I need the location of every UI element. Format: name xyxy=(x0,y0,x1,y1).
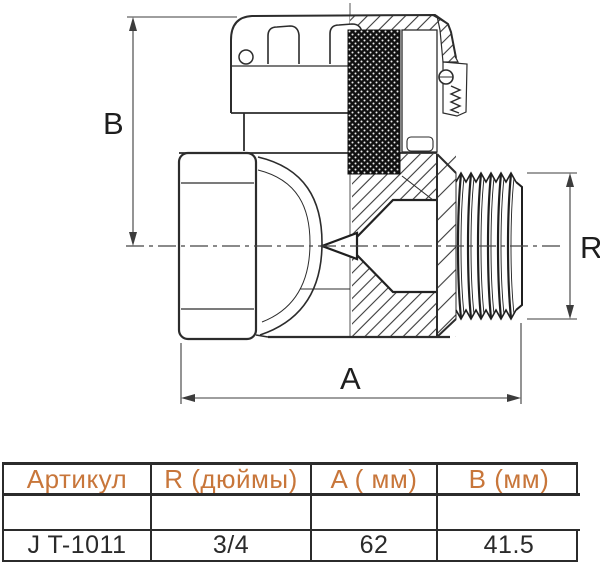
header-a-mm: A ( мм) xyxy=(312,465,438,496)
arrow-up xyxy=(129,17,137,31)
header-b-mm: B (мм) xyxy=(438,465,580,496)
dimension-a xyxy=(180,323,522,404)
dimension-b xyxy=(127,16,237,246)
valve-drawing-svg: B A R xyxy=(103,3,600,404)
bore-outline xyxy=(351,198,437,294)
cell-article: J T-1011 xyxy=(4,531,152,560)
thread-crest-top xyxy=(455,171,517,184)
cell-a-mm: 62 xyxy=(312,531,438,560)
seal-groove xyxy=(406,136,434,152)
header-article: Артикул xyxy=(4,465,152,496)
knurl-band xyxy=(347,29,401,175)
header-r-inches: R (дюймы) xyxy=(152,465,312,496)
cap-rib xyxy=(267,25,300,64)
empty-cell-a xyxy=(312,496,438,531)
empty-cell-b xyxy=(438,496,580,531)
arrow-right xyxy=(507,394,521,402)
empty-cell-r xyxy=(152,496,312,531)
dim-label-a: A xyxy=(340,361,361,396)
empty-cell-article xyxy=(4,496,152,531)
thread-crest-bottom xyxy=(455,308,517,321)
cell-b-mm: 41.5 xyxy=(483,531,535,559)
valve-technical-drawing: B A R xyxy=(103,3,600,404)
cap-hole xyxy=(238,49,254,65)
dim-label-r: R xyxy=(580,230,600,265)
cap-top-hatch xyxy=(350,15,451,32)
arrow-down xyxy=(566,305,574,319)
dim-label-b: B xyxy=(103,106,124,141)
arrow-up xyxy=(566,173,574,187)
spec-table: Артикул R (дюймы) A ( мм) B (мм) J T-101… xyxy=(2,462,580,562)
cell-r-inches: 3/4 xyxy=(152,531,312,560)
dimension-r xyxy=(527,172,577,320)
spring xyxy=(449,85,462,114)
cap-wall-section xyxy=(401,29,438,153)
arrow-down xyxy=(129,232,137,246)
arrow-left xyxy=(181,394,195,402)
valve-cap xyxy=(230,13,468,201)
hex-nut xyxy=(177,151,323,341)
